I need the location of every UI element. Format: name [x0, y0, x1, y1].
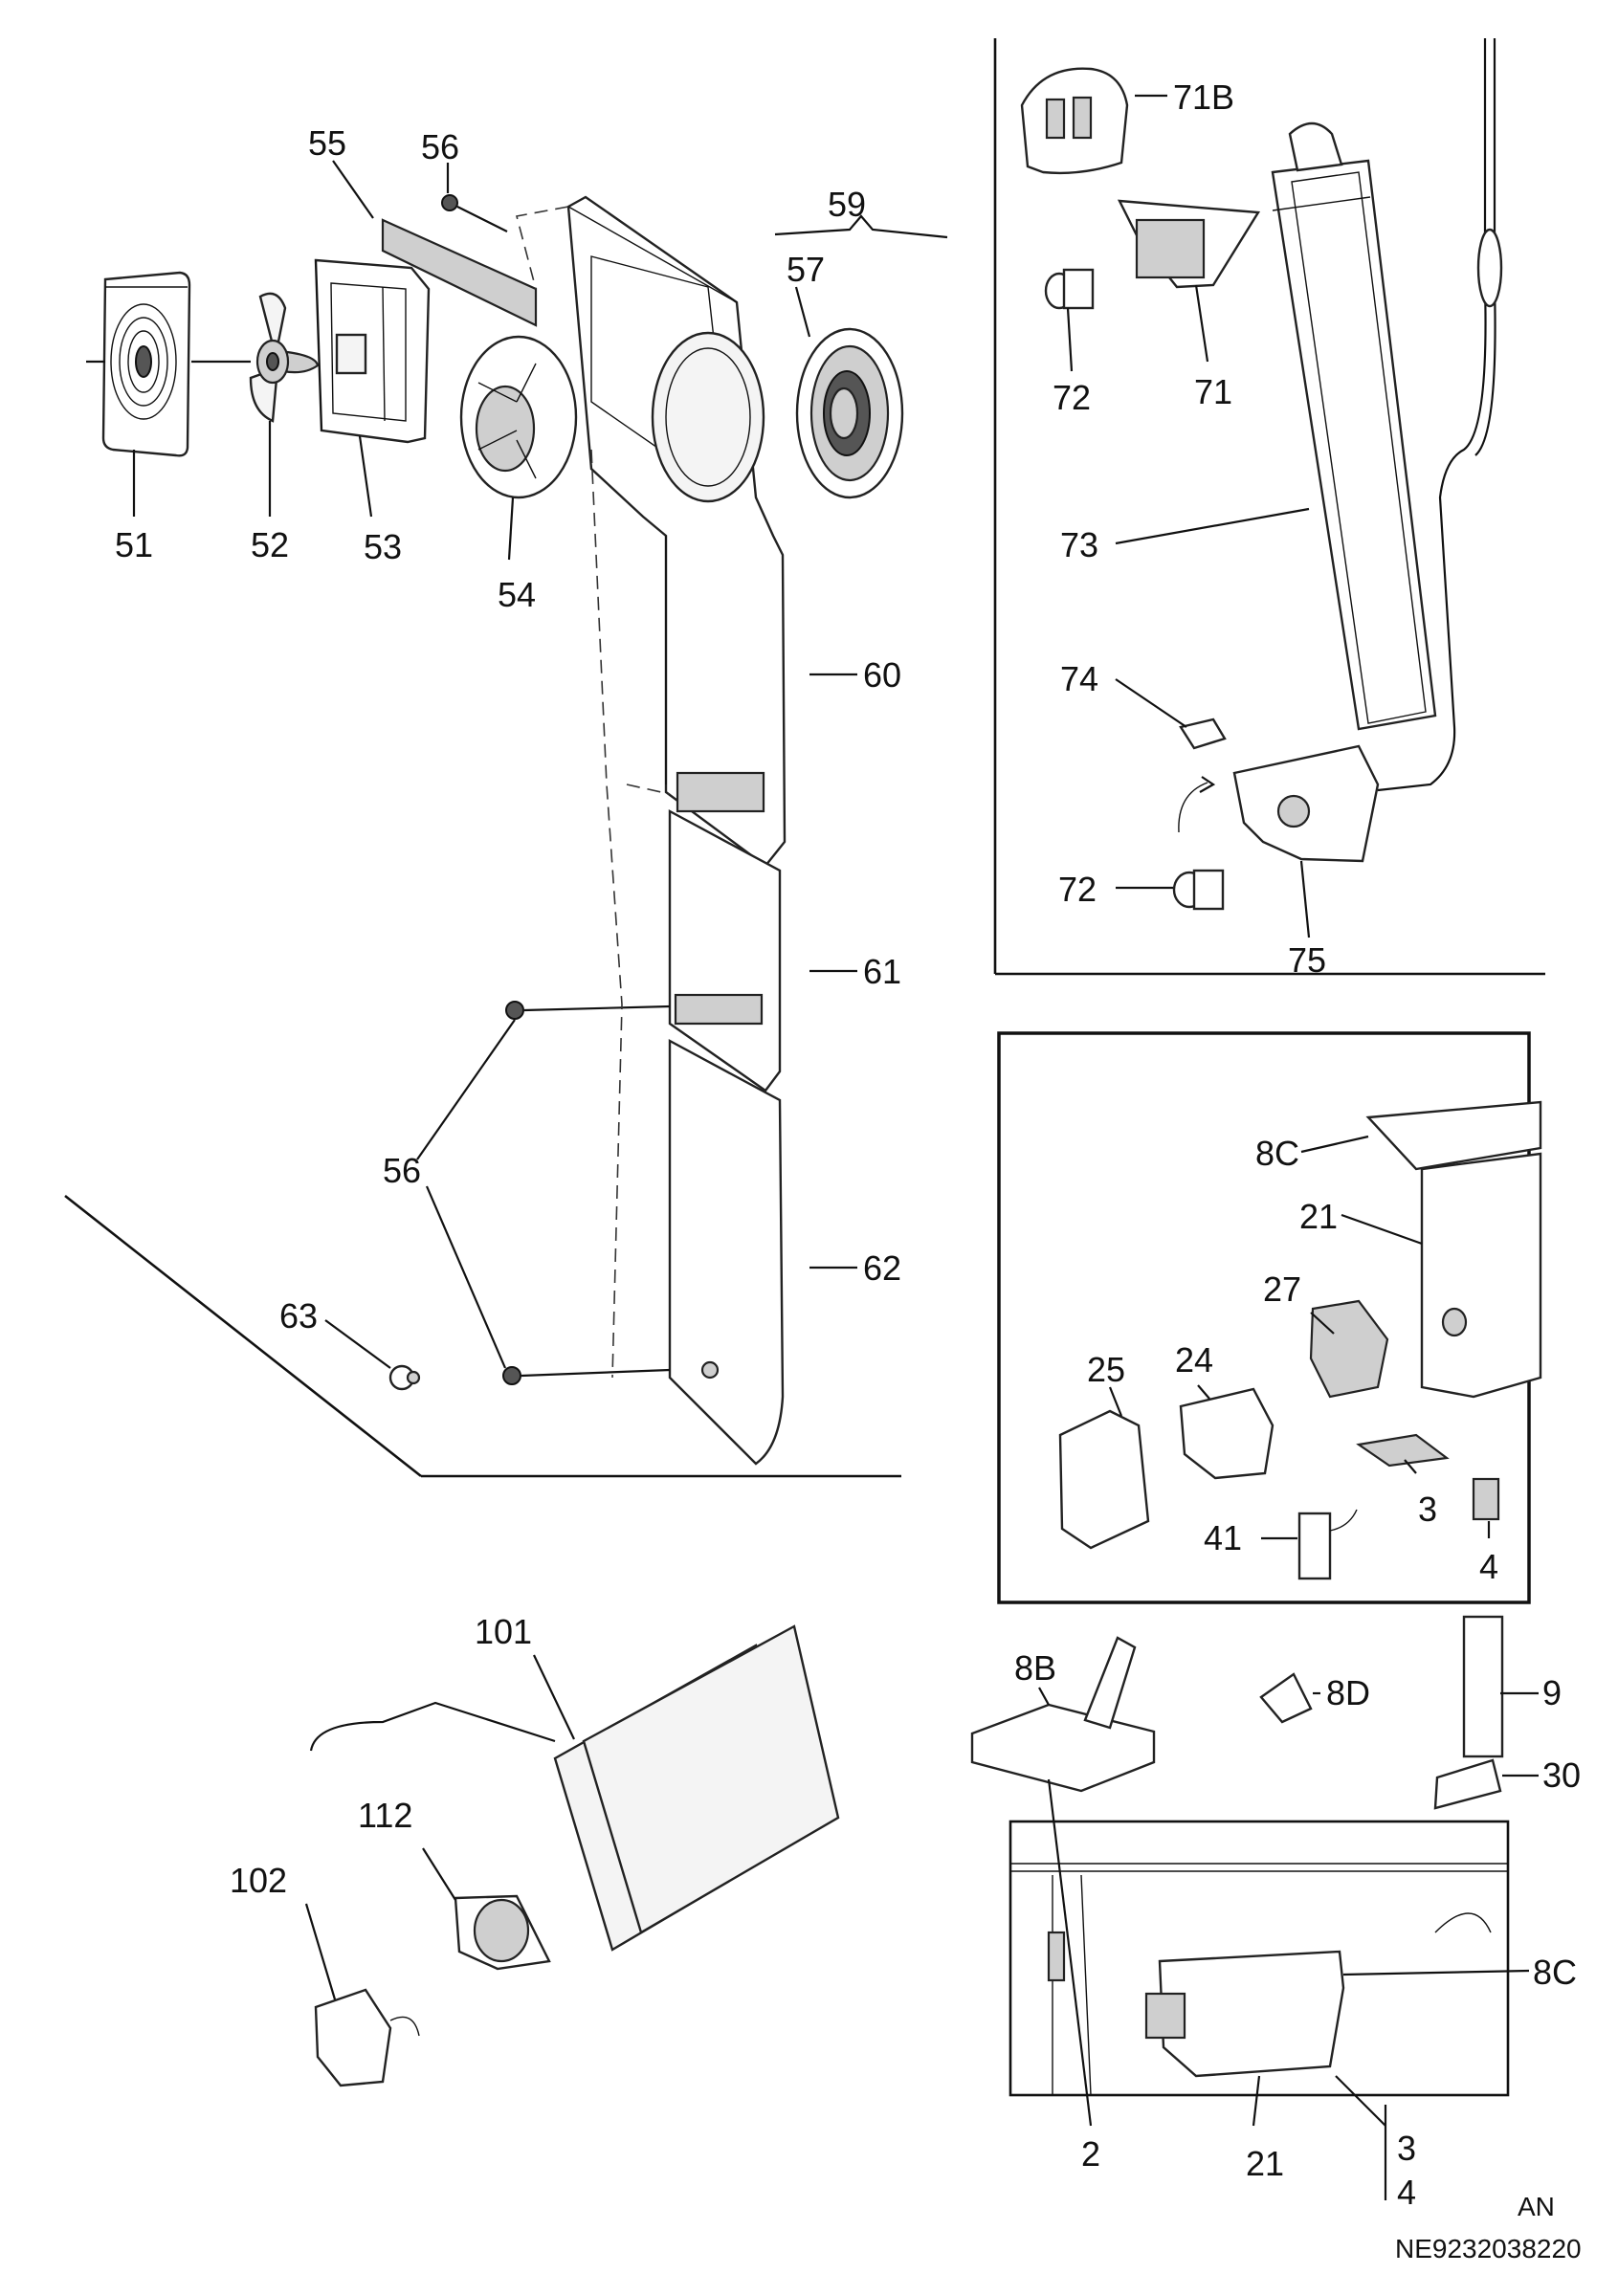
callout-112: 112: [358, 1796, 412, 1835]
callout-4-box: 4: [1479, 1547, 1498, 1586]
bracket-71: [1117, 199, 1261, 289]
fan-housing-57: [795, 327, 904, 499]
plug-72-bottom: [1172, 869, 1225, 911]
clip-71b: [1020, 67, 1129, 175]
fan-motor-102: [314, 1988, 420, 2087]
footer-code: AN: [1518, 2192, 1555, 2221]
clip-8d: [1259, 1672, 1313, 1724]
bracket-3-box: [1356, 1433, 1450, 1468]
callout-57: 57: [787, 250, 825, 289]
panel-61: [668, 808, 782, 1093]
callout-61: 61: [863, 952, 901, 991]
screws-56-63: [388, 1001, 671, 1391]
fan-guard-112: [454, 1894, 551, 1971]
callout-74: 74: [1060, 659, 1098, 698]
callout-9: 9: [1542, 1673, 1562, 1712]
callout-56-top: 56: [421, 127, 459, 166]
callout-8d: 8D: [1326, 1673, 1370, 1712]
rear-panel-60: [566, 195, 787, 868]
compressor-21-top: [1420, 1152, 1542, 1399]
callout-30: 30: [1542, 1755, 1581, 1795]
callout-62: 62: [863, 1248, 901, 1288]
callout-27: 27: [1263, 1269, 1301, 1309]
callout-102: 102: [230, 1861, 287, 1900]
callout-63: 63: [279, 1296, 318, 1336]
callout-8c-top: 8C: [1255, 1134, 1299, 1173]
strip-55: [381, 218, 538, 327]
callout-60: 60: [863, 655, 901, 695]
callout-101: 101: [475, 1612, 532, 1651]
callout-21-top: 21: [1299, 1197, 1338, 1236]
callout-75: 75: [1288, 940, 1326, 980]
callout-41: 41: [1204, 1518, 1242, 1557]
callout-24: 24: [1175, 1340, 1213, 1380]
compartment-box: [1008, 1820, 1510, 2097]
screw-56-top: [441, 194, 508, 232]
leader-lines: [86, 94, 1539, 2200]
callout-25: 25: [1087, 1350, 1125, 1389]
callout-51: 51: [115, 525, 153, 564]
callout-3-box: 3: [1418, 1490, 1437, 1529]
capacitor-41: [1297, 1509, 1358, 1580]
callout-53: 53: [364, 527, 402, 566]
motor-bracket-53: [314, 258, 431, 444]
condenser-101: [309, 1624, 840, 1952]
callout-72-bottom: 72: [1058, 870, 1097, 909]
relay-27: [1309, 1299, 1389, 1399]
callout-71: 71: [1194, 372, 1232, 411]
frame-evaporator-section: [993, 38, 1545, 976]
callout-8c-bottom: 8C: [1533, 1953, 1577, 1992]
callout-71b: 71B: [1173, 77, 1234, 117]
alignment-lines: [516, 206, 671, 1379]
callout-2: 2: [1081, 2134, 1100, 2174]
callout-3-bottom: 3: [1397, 2129, 1416, 2168]
callout-73: 73: [1060, 525, 1098, 564]
clip-74: [1179, 718, 1227, 750]
cover-25: [1058, 1409, 1150, 1550]
relay-24: [1179, 1387, 1274, 1480]
plug-72-top: [1044, 268, 1095, 310]
grille-51: [101, 271, 191, 457]
callout-59: 59: [828, 185, 866, 224]
frame-panel-floor: [64, 1194, 901, 1478]
grommet-4-box: [1472, 1477, 1500, 1521]
evaporator-73: [1271, 121, 1437, 731]
callout-54: 54: [498, 575, 536, 614]
fan-shroud-54: [459, 335, 578, 499]
callout-8b: 8B: [1014, 1648, 1056, 1688]
tube-9: [1433, 1615, 1504, 1810]
drip-tray-8c-top: [1365, 1100, 1542, 1171]
callout-21-bottom: 21: [1246, 2144, 1284, 2183]
callout-56-bottom: 56: [383, 1151, 421, 1190]
callout-52: 52: [251, 525, 289, 564]
callout-4-bottom: 4: [1397, 2173, 1416, 2212]
fan-blade-52: [249, 292, 320, 423]
panel-62: [668, 1038, 785, 1466]
callout-55: 55: [308, 123, 346, 163]
callout-labels: 51 52 53 54 55 56 57 59 60 61 56 62 63 7…: [115, 77, 1581, 2212]
drain-cover-75: [1178, 744, 1380, 863]
drawing-number: NE9232038220: [1395, 2234, 1582, 2263]
callout-72-top: 72: [1053, 378, 1091, 417]
drip-tray-8b: [970, 1636, 1156, 1793]
capillary-tube: [1377, 38, 1503, 792]
